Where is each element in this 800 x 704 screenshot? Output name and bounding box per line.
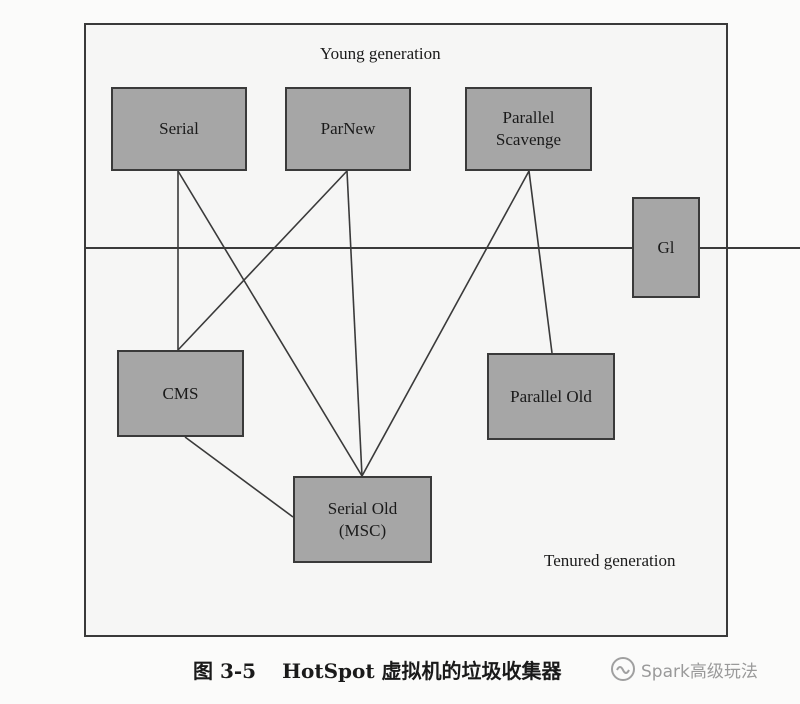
- g1-collector-box: Gl: [632, 197, 700, 298]
- parallel-old-collector-box: Parallel Old: [487, 353, 615, 440]
- connection-parallel_scavenge-parallel_old: [528, 170, 553, 354]
- wechat-channel-icon: [611, 657, 635, 681]
- generation-divider: [84, 247, 800, 249]
- figure-number: 图 3-5: [193, 659, 257, 683]
- cms-collector-box: CMS: [117, 350, 244, 437]
- connection-parnew-cms: [177, 170, 348, 351]
- connection-serial-serial_old: [177, 170, 363, 477]
- watermark-text: Spark高级玩法: [641, 661, 758, 682]
- tenured-generation-label: Tenured generation: [544, 551, 676, 570]
- serial-old-collector-box: Serial Old (MSC): [293, 476, 432, 563]
- serial-collector-box: Serial: [111, 87, 247, 171]
- watermark: Spark高级玩法: [609, 655, 758, 683]
- parallel-scavenge-collector-box: Parallel Scavenge: [465, 87, 592, 171]
- young-generation-label: Young generation: [320, 44, 441, 63]
- connection-parnew-serial_old: [346, 170, 363, 477]
- connection-parallel_scavenge-serial_old: [361, 170, 530, 477]
- figure-title: HotSpot 虚拟机的垃圾收集器: [282, 659, 562, 683]
- figure-caption: 图 3-5 HotSpot 虚拟机的垃圾收集器: [193, 655, 562, 684]
- connection-cms-serial_old: [184, 436, 294, 518]
- parnew-collector-box: ParNew: [285, 87, 411, 171]
